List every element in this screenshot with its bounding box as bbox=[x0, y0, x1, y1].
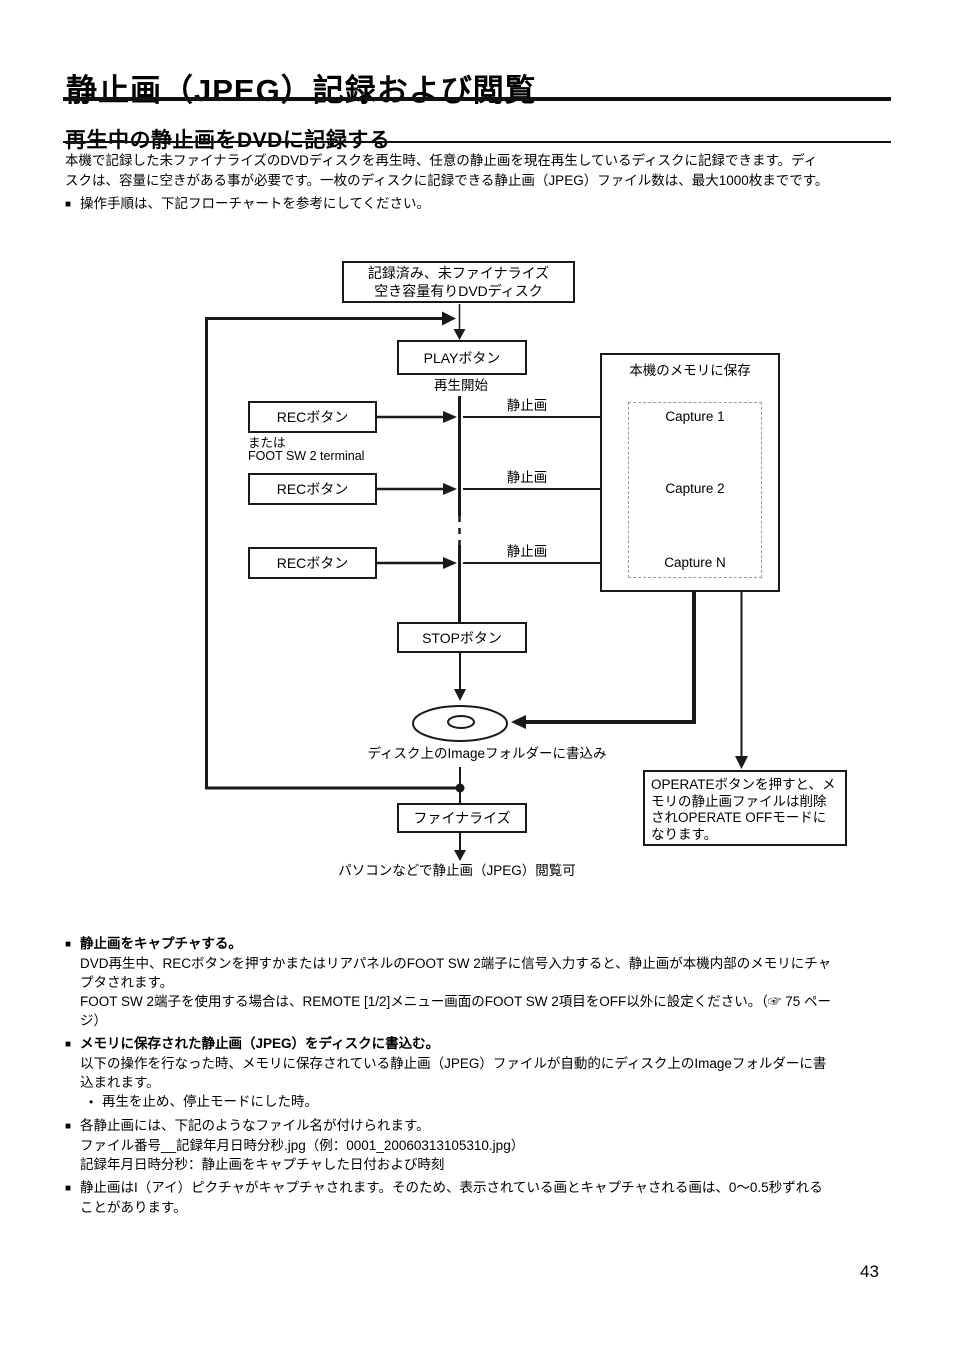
note-heading: 各静止画には、下記のようなファイル名が付けられます。 bbox=[80, 1118, 430, 1133]
disc-write-label: ディスク上のImageフォルダーに書込み bbox=[367, 746, 607, 761]
capture-n-label: Capture N bbox=[664, 555, 726, 570]
flowchart-box-stop-button: STOPボタン bbox=[397, 622, 527, 653]
capture-list-box bbox=[628, 402, 762, 578]
note-heading: 静止画をキャプチャする。 bbox=[80, 936, 242, 951]
page-number: 43 bbox=[860, 1262, 879, 1281]
note-file-naming: ■ 各静止画には、下記のようなファイル名が付けられます。 ファイル番号__記録年月… bbox=[65, 1116, 897, 1174]
flowchart-box-finalize: ファイナライズ bbox=[397, 803, 527, 833]
still-image-label-3: 静止画 bbox=[506, 544, 548, 559]
notes-section: ■ 静止画をキャプチャする。 DVD再生中、RECボタンを押すかまたはリアパネルの… bbox=[65, 934, 897, 1221]
disc-icon bbox=[412, 705, 508, 742]
section-title: 再生中の静止画をDVDに記録する bbox=[65, 129, 391, 153]
note-heading: 静止画はI（アイ）ピクチャがキャプチャされます。そのため、表示されている画とキャ… bbox=[80, 1180, 823, 1195]
page-title: 静止画（JPEG）記録および閲覧 bbox=[66, 72, 537, 108]
dot-bullet-icon: • bbox=[89, 1095, 94, 1109]
memory-box bbox=[600, 353, 780, 592]
title-divider bbox=[63, 97, 891, 101]
procedure-note-text: 操作手順は、下記フローチャートを参考にしてください。 bbox=[80, 196, 431, 211]
square-bullet-icon: ■ bbox=[65, 1121, 72, 1132]
operate-note-box: OPERATEボタンを押すと、メ モリの静止画ファイルは削除 されOPERATE… bbox=[643, 770, 847, 846]
capture-2-label: Capture 2 bbox=[665, 481, 725, 496]
flowchart-box-dvd-disc: 記録済み、未ファイナライズ 空き容量有りDVDディスク bbox=[342, 261, 575, 303]
flowchart-box-rec-button-3: RECボタン bbox=[248, 547, 377, 579]
square-bullet-icon: ■ bbox=[65, 1183, 72, 1194]
memory-box-title: 本機のメモリに保存 bbox=[629, 363, 751, 378]
flowchart-box-play-button: PLAYボタン bbox=[397, 340, 527, 375]
still-image-label-2: 静止画 bbox=[506, 470, 548, 485]
section-divider bbox=[63, 141, 891, 143]
square-bullet-icon: ■ bbox=[65, 1039, 72, 1050]
intro-paragraph: 本機で記録した未ファイナライズのDVDディスクを再生時、任意の静止画を現在再生し… bbox=[65, 153, 829, 188]
note-body: ファイル番号__記録年月日時分秒.jpg（例：0001_200603131053… bbox=[80, 1138, 525, 1172]
note-bullet-text: 再生を止め、停止モードにした時。 bbox=[102, 1094, 318, 1109]
procedure-note: ■ 操作手順は、下記フローチャートを参考にしてください。 bbox=[65, 194, 897, 214]
flowchart-box-rec-button-1: RECボタン bbox=[248, 401, 377, 433]
note-body: 以下の操作を行なった時、メモリに保存されている静止画（JPEG）ファイルが自動的… bbox=[80, 1056, 827, 1090]
square-bullet-icon: ■ bbox=[65, 939, 72, 950]
pc-view-label: パソコンなどで静止画（JPEG）閲覧可 bbox=[338, 863, 576, 878]
note-write-to-disc: ■ メモリに保存された静止画（JPEG）をディスクに書込む。 以下の操作を行なった… bbox=[65, 1034, 897, 1112]
note-i-picture: ■ 静止画はI（アイ）ピクチャがキャプチャされます。そのため、表示されている画とキ… bbox=[65, 1178, 897, 1217]
flowchart-box-rec-button-2: RECボタン bbox=[248, 473, 377, 505]
capture-1-label: Capture 1 bbox=[665, 409, 725, 424]
still-image-label-1: 静止画 bbox=[506, 398, 548, 413]
or-foot-sw-label: または FOOT SW 2 terminal bbox=[248, 436, 365, 463]
note-capture-still: ■ 静止画をキャプチャする。 DVD再生中、RECボタンを押すかまたはリアパネルの… bbox=[65, 934, 897, 1030]
note-body: DVD再生中、RECボタンを押すかまたはリアパネルのFOOT SW 2端子に信号… bbox=[80, 956, 832, 1028]
playback-start-label: 再生開始 bbox=[434, 378, 488, 393]
note-bullet-item: • 再生を止め、停止モードにした時。 bbox=[65, 1092, 897, 1112]
square-bullet-icon: ■ bbox=[65, 199, 72, 210]
note-heading: メモリに保存された静止画（JPEG）をディスクに書込む。 bbox=[80, 1036, 440, 1051]
note-body: ことがあります。 bbox=[80, 1200, 187, 1215]
